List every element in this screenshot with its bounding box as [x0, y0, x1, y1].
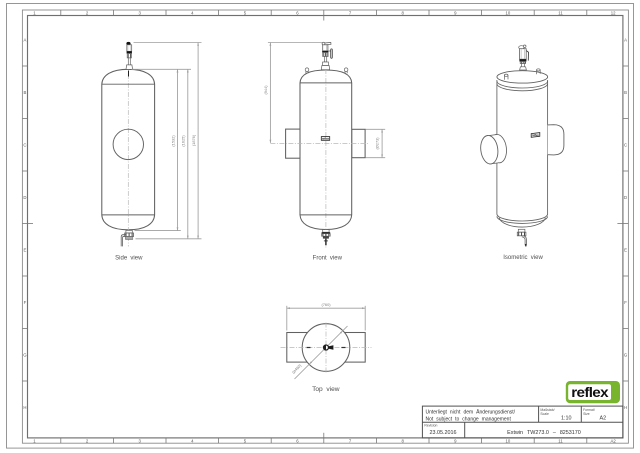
svg-text:9: 9 — [454, 438, 457, 443]
svg-text:3: 3 — [139, 10, 142, 15]
svg-text:Size: Size — [583, 412, 590, 416]
svg-text:F: F — [24, 300, 27, 305]
svg-text:A2: A2 — [600, 415, 607, 421]
svg-text:Maßstab/: Maßstab/ — [540, 408, 554, 412]
svg-text:C: C — [624, 143, 627, 148]
svg-text:Scale: Scale — [540, 412, 549, 416]
svg-text:(1532): (1532) — [170, 135, 175, 147]
svg-text:5: 5 — [244, 438, 247, 443]
svg-text:reflex: reflex — [322, 137, 329, 141]
svg-text:10: 10 — [506, 10, 511, 15]
svg-text:(Ø273): (Ø273) — [374, 137, 379, 150]
svg-text:1: 1 — [33, 10, 36, 15]
svg-text:1: 1 — [33, 438, 36, 443]
svg-text:G: G — [23, 353, 27, 358]
svg-text:1:10: 1:10 — [561, 415, 572, 421]
svg-text:4: 4 — [191, 10, 194, 15]
svg-text:4: 4 — [191, 438, 194, 443]
svg-text:H: H — [23, 405, 26, 410]
svg-text:9: 9 — [454, 10, 457, 15]
svg-text:5: 5 — [244, 10, 247, 15]
svg-text:reflex: reflex — [532, 134, 539, 137]
svg-text:reflex: reflex — [571, 385, 609, 400]
svg-text:23.05.2016: 23.05.2016 — [430, 430, 457, 436]
svg-text:Revision: Revision — [424, 424, 437, 428]
svg-text:D: D — [624, 195, 627, 200]
svg-text:A: A — [23, 38, 26, 43]
svg-text:Format/: Format/ — [583, 408, 595, 412]
svg-text:Top view: Top view — [312, 386, 340, 393]
svg-text:3: 3 — [139, 438, 142, 443]
svg-text:7: 7 — [349, 438, 352, 443]
svg-text:A2: A2 — [610, 438, 616, 443]
svg-text:E: E — [624, 248, 627, 253]
svg-text:G: G — [624, 353, 628, 358]
svg-text:(1876): (1876) — [191, 134, 196, 146]
svg-text:12: 12 — [611, 10, 616, 15]
svg-text:Side view: Side view — [115, 255, 143, 261]
svg-text:2: 2 — [86, 438, 89, 443]
svg-text:(1625): (1625) — [181, 135, 186, 147]
svg-text:A: A — [624, 38, 627, 43]
svg-text:11: 11 — [558, 10, 563, 15]
svg-text:Not subject to change manageme: Not subject to change management — [426, 416, 512, 422]
svg-text:(944): (944) — [263, 85, 268, 95]
svg-text:C: C — [23, 143, 26, 148]
svg-text:11: 11 — [558, 438, 563, 443]
svg-text:(760): (760) — [321, 302, 331, 307]
svg-text:8: 8 — [402, 10, 405, 15]
svg-text:7: 7 — [349, 10, 352, 15]
svg-text:6: 6 — [296, 10, 299, 15]
svg-text:2: 2 — [86, 10, 89, 15]
svg-text:E: E — [23, 248, 26, 253]
svg-text:8: 8 — [402, 438, 405, 443]
svg-text:H: H — [624, 405, 627, 410]
svg-text:Isometric view: Isometric view — [503, 255, 543, 261]
svg-text:Front view: Front view — [313, 255, 343, 261]
svg-text:F: F — [624, 300, 627, 305]
svg-text:Extwin TW273.0 – 8253170: Extwin TW273.0 – 8253170 — [507, 430, 581, 436]
svg-text:Unterliegt nicht dem Änderungs: Unterliegt nicht dem Änderungsdienst/ — [426, 409, 516, 416]
svg-text:B: B — [23, 90, 26, 95]
svg-text:D: D — [23, 195, 26, 200]
svg-text:6: 6 — [296, 438, 299, 443]
svg-text:10: 10 — [506, 438, 511, 443]
svg-text:B: B — [624, 90, 627, 95]
